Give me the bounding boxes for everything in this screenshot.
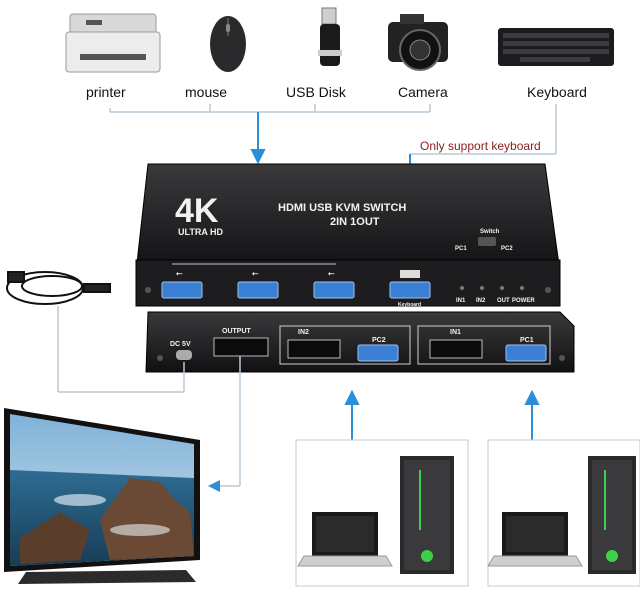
- switch-label: Switch: [480, 229, 500, 235]
- logo-ultrahd: ULTRA HD: [178, 227, 223, 237]
- laptop-2-icon: [297, 512, 393, 567]
- usb-port-2: [237, 281, 279, 299]
- dc-label: DC 5V: [170, 341, 191, 348]
- in2-label: IN2: [298, 329, 309, 336]
- usb-cable-icon: [6, 271, 111, 305]
- switch-pc2: PC2: [501, 246, 513, 252]
- mouse-label: mouse: [185, 84, 228, 100]
- usb-disk-icon: [318, 7, 342, 66]
- pc2-label: PC2: [372, 337, 386, 344]
- hdmi-in1-port: [429, 339, 483, 359]
- led-in1: IN1: [456, 298, 466, 304]
- mouse-icon: [210, 16, 246, 72]
- switch-toggle-icon: [478, 237, 496, 246]
- pc1-group: [487, 439, 640, 587]
- power-line: [57, 306, 185, 393]
- switch-pc1: PC1: [455, 246, 467, 252]
- usb-port-1: [161, 281, 203, 299]
- kvm-switch-top: 4K ULTRA HD HDMI USB KVM SWITCH 2IN 1OUT…: [135, 163, 561, 308]
- usb-port-keyboard: [389, 281, 431, 299]
- tv-arrow-icon: [208, 480, 220, 492]
- output-label: OUTPUT: [222, 328, 252, 335]
- keyboard-label: Keyboard: [527, 84, 587, 100]
- device-subtitle: 2IN 1OUT: [330, 216, 380, 228]
- hdmi-output-port: [213, 337, 269, 357]
- led-out: OUT: [497, 298, 510, 304]
- keyboard-port-label: Keyboard: [398, 302, 421, 308]
- tower-1-icon: [588, 456, 636, 574]
- camera-label: Camera: [398, 84, 448, 100]
- usb-pc2-port: [357, 344, 399, 362]
- kvm-switch-back: DC 5V OUTPUT IN2 PC2 IN1 PC1: [145, 311, 575, 373]
- output-line: [214, 356, 241, 487]
- hdmi-in2-port: [287, 339, 341, 359]
- logo-4k: 4K: [175, 192, 219, 230]
- keyboard-note: Only support keyboard: [420, 139, 541, 153]
- led-in2: IN2: [476, 298, 486, 304]
- usb-port-3: [313, 281, 355, 299]
- pc2-group: [295, 439, 469, 587]
- usb-disk-label: USB Disk: [286, 84, 346, 100]
- printer-label: printer: [86, 84, 126, 100]
- device-title: HDMI USB KVM SWITCH: [278, 202, 406, 214]
- printer-icon: [65, 13, 161, 73]
- led-power: POWER: [512, 298, 535, 304]
- dc-port: [176, 350, 192, 360]
- keyboard-mini-icon: [400, 270, 420, 278]
- camera-icon: [388, 14, 448, 71]
- usb-symbol-3-icon: ⭠: [328, 269, 335, 278]
- usb-pc1-port: [505, 344, 547, 362]
- pc1-label: PC1: [520, 337, 534, 344]
- peripheral-lines: [109, 104, 557, 155]
- tv-icon: [4, 408, 200, 584]
- laptop-1-icon: [487, 512, 583, 567]
- screw-icon: [145, 287, 151, 293]
- pc-arrows: [344, 389, 540, 440]
- tower-2-icon: [400, 456, 454, 574]
- keyboard-icon: [498, 28, 614, 66]
- usb-symbol-1-icon: ⭠: [176, 269, 183, 278]
- in1-label: IN1: [450, 329, 461, 336]
- usb-symbol-2-icon: ⭠: [252, 269, 259, 278]
